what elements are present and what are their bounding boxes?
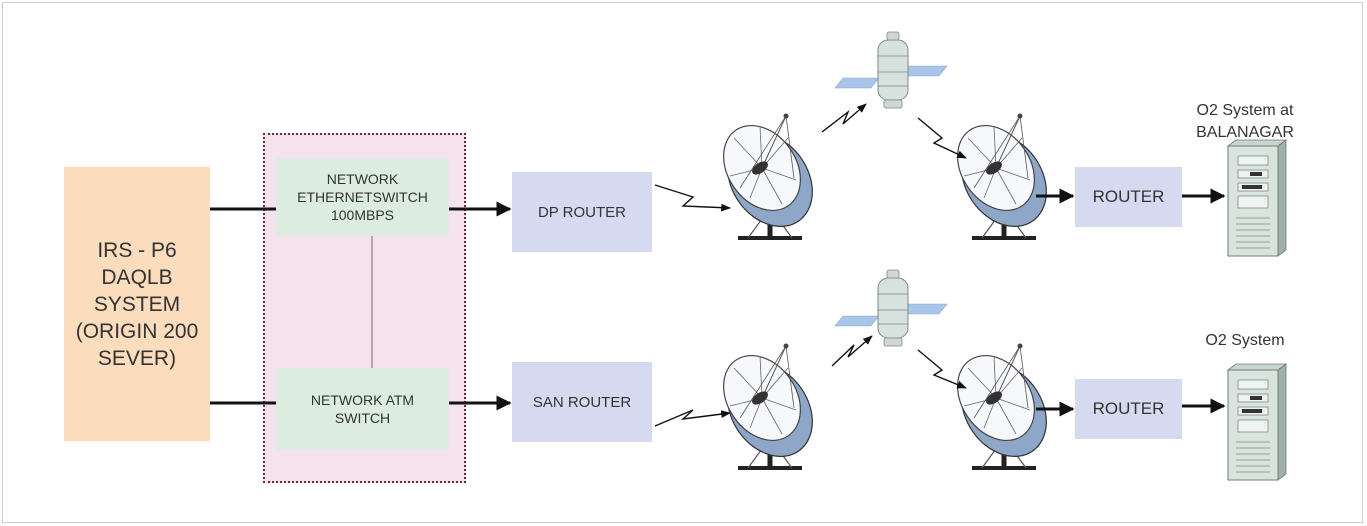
ethernet-switch-box: NETWORK ETHERNETSWITCH 100MBPS <box>276 158 449 236</box>
dp-router-box: DP ROUTER <box>512 172 652 252</box>
router-top-box: ROUTER <box>1075 167 1182 227</box>
origin-line-4: (ORIGIN 200 <box>75 319 199 343</box>
uplink-bottom-lightning <box>831 335 873 367</box>
downlink-dish-top-icon <box>942 111 1064 243</box>
o2-top-line-2: BALANAGAR <box>1196 124 1294 141</box>
eth-switch-line-1: NETWORK <box>326 171 399 187</box>
san-router-box: SAN ROUTER <box>512 362 652 442</box>
satellite-top-icon <box>834 31 948 109</box>
dp-router-label: DP ROUTER <box>537 203 627 221</box>
origin-line-1: IRS - P6 <box>97 238 177 262</box>
downlink-bottom-lightning <box>917 349 967 389</box>
downlink-top-lightning <box>917 117 967 159</box>
atm-switch-box: NETWORK ATM SWITCH <box>276 368 449 450</box>
san-router-to-dish-link <box>654 409 731 427</box>
o2-system-balanagar-label: O2 System at BALANAGAR <box>1160 100 1330 144</box>
origin-line-2: DAQLB <box>101 265 173 289</box>
o2-system-label: O2 System <box>1205 332 1285 349</box>
origin-line-5: SEVER) <box>97 346 177 370</box>
eth-switch-line-2: ETHERNETSWITCH <box>297 189 428 205</box>
o2-server-top-icon <box>1227 139 1287 257</box>
san-router-label: SAN ROUTER <box>532 393 632 411</box>
uplink-dish-top-icon <box>708 111 830 243</box>
router-bottom-label: ROUTER <box>1092 399 1165 418</box>
atm-switch-line-2: SWITCH <box>334 410 391 426</box>
origin-system-box: IRS - P6 DAQLB SYSTEM (ORIGIN 200 SEVER) <box>64 167 210 441</box>
downlink-dish-bottom-icon <box>942 341 1064 473</box>
dp-router-to-dish-link <box>654 184 731 212</box>
origin-line-3: SYSTEM <box>93 292 181 316</box>
router-bottom-box: ROUTER <box>1075 379 1182 439</box>
o2-top-line-1: O2 System at <box>1196 102 1294 119</box>
satellite-bottom-icon <box>834 269 948 347</box>
router-top-label: ROUTER <box>1092 187 1165 206</box>
o2-server-bottom-icon <box>1227 363 1287 481</box>
uplink-top-lightning <box>821 103 867 133</box>
uplink-dish-bottom-icon <box>708 341 830 473</box>
eth-switch-line-3: 100MBPS <box>330 207 395 223</box>
atm-switch-line-1: NETWORK ATM <box>310 392 415 408</box>
